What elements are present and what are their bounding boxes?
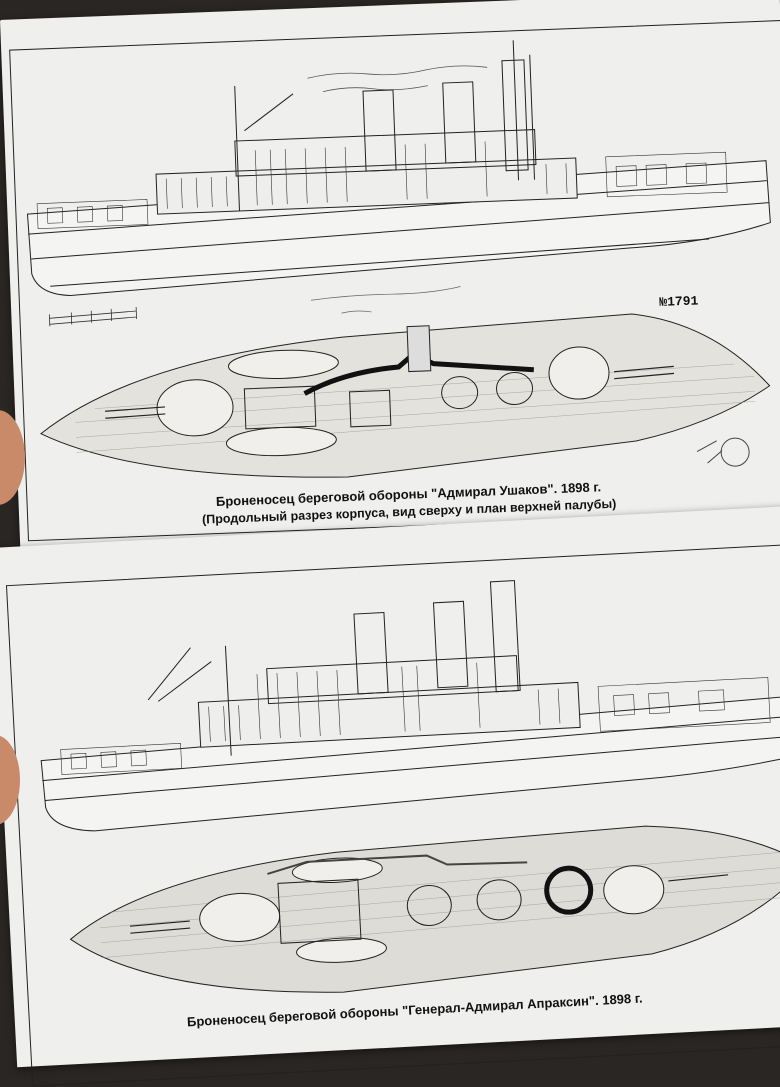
- apraksin-drawings: [40, 580, 780, 993]
- apraksin-side-profile: [40, 580, 780, 832]
- ushakov-top-view: [39, 313, 771, 478]
- ushakov-side-profile: [26, 40, 771, 327]
- finger-bottom: [0, 735, 20, 825]
- sheet-number: №1791: [659, 293, 699, 310]
- handwritten-title-top: [307, 65, 488, 93]
- scale-bar: [48, 306, 137, 327]
- handwritten-title-mid: [310, 286, 461, 314]
- top-page: №1791 Броненосец береговой обороны "Адми…: [0, 0, 780, 580]
- ushakov-drawings: [26, 40, 771, 478]
- apraksin-top-view: [69, 825, 780, 993]
- bottom-page: Броненосец береговой обороны "Генерал-Ад…: [0, 506, 780, 1087]
